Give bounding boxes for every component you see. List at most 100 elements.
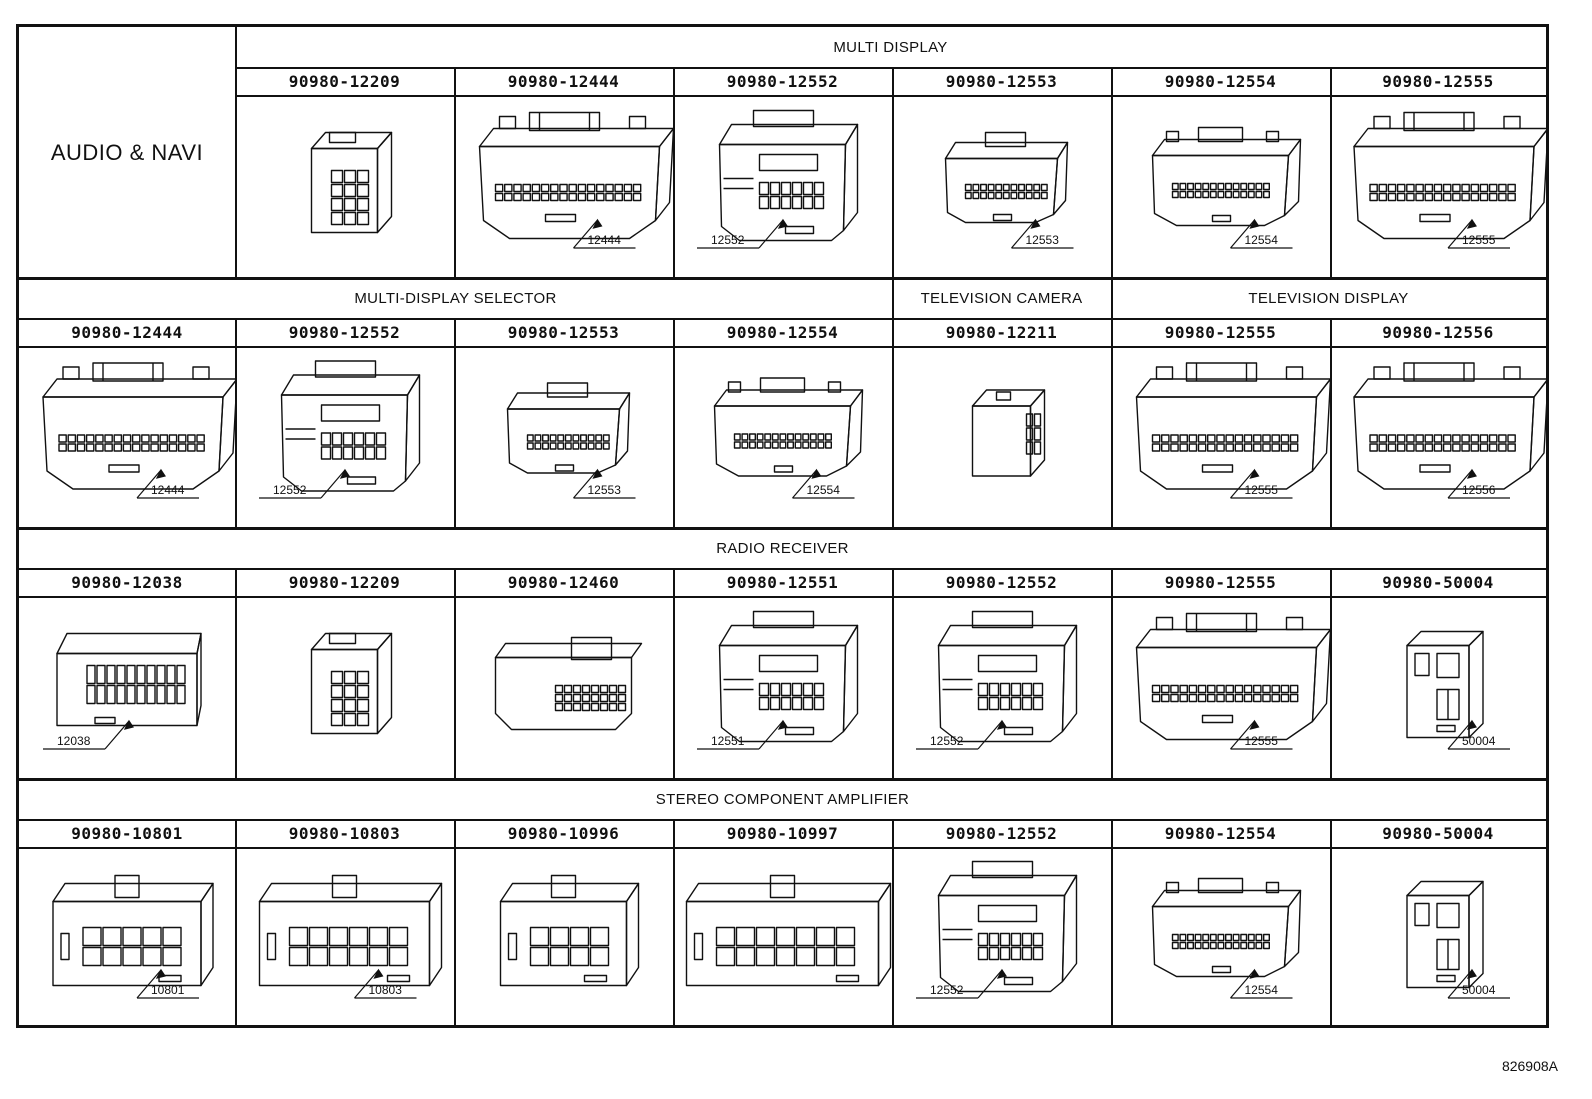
connector-wide40-icon — [478, 111, 673, 240]
leader-line — [1230, 719, 1293, 750]
leader-line — [916, 719, 1007, 750]
callout-label: 12555 — [1244, 734, 1278, 748]
connector-drawing: 12554 — [1111, 95, 1330, 278]
callout-label: 12552 — [711, 233, 745, 247]
grid-line — [19, 276, 1546, 280]
grid-line — [892, 278, 894, 318]
grid-line — [673, 318, 675, 528]
part-number: 90980-12553 — [507, 322, 620, 342]
connector-amp16-icon — [685, 874, 892, 987]
leader-line — [1447, 468, 1510, 499]
grid-line — [673, 568, 675, 779]
callout-label: 10803 — [368, 983, 402, 997]
reference-code: 826908A — [1501, 1058, 1558, 1074]
part-number: 90980-12554 — [726, 322, 839, 342]
part-number: 90980-12553 — [945, 71, 1058, 91]
grid-line — [235, 67, 237, 278]
left-title: AUDIO & NAVI — [50, 139, 204, 165]
leader-line — [916, 968, 1007, 999]
grid-line — [892, 318, 894, 528]
callout-label: 50004 — [1462, 734, 1496, 748]
connector-drawing: 12555 — [1330, 95, 1546, 278]
connector-small12-icon — [310, 131, 393, 234]
connector-wide40-icon — [1135, 362, 1330, 490]
connector-drawing: 12553 — [892, 95, 1111, 278]
connector-drawing: 12444 — [19, 346, 235, 528]
grid-line — [235, 819, 237, 1028]
section-header: STEREO COMPONENT AMPLIFIER — [655, 790, 910, 808]
section-header: MULTI DISPLAY — [833, 38, 948, 56]
grid-line — [19, 777, 1546, 781]
part-number: 90980-12444 — [507, 71, 620, 91]
grid-line — [454, 67, 456, 278]
connector-box24-icon — [280, 360, 421, 492]
part-number: 90980-10801 — [71, 823, 183, 843]
grid-line — [19, 526, 1546, 530]
connector-tall8-icon — [1406, 630, 1484, 739]
leader-line — [1230, 468, 1293, 499]
connector-drawing — [673, 847, 892, 1028]
connector-wide40-icon — [1353, 111, 1546, 240]
connector-wide40-icon — [1353, 362, 1546, 490]
leader-line — [1447, 968, 1510, 999]
connector-wide40-icon — [1135, 612, 1330, 741]
connector-drawing — [235, 596, 454, 779]
connector-amp10-icon — [52, 874, 214, 987]
section-header: TELEVISION CAMERA — [920, 289, 1083, 307]
part-number: 90980-12556 — [1382, 322, 1494, 342]
leader-line — [1447, 218, 1510, 249]
callout-label: 12553 — [1025, 233, 1059, 247]
connector-drawing: 10803 — [235, 847, 454, 1028]
connector-drawing: 12556 — [1330, 346, 1546, 528]
section-header: MULTI-DISPLAY SELECTOR — [354, 289, 557, 307]
connector-amp8-icon — [499, 874, 640, 987]
connector-drawing: 12552 — [235, 346, 454, 528]
part-number: 90980-12551 — [726, 572, 839, 592]
part-number: 90980-12555 — [1164, 322, 1277, 342]
connector-mini28-icon — [506, 382, 631, 474]
callout-label: 12553 — [587, 483, 621, 497]
connector-drawing: 12552 — [892, 596, 1111, 779]
grid-line — [1330, 819, 1332, 1028]
part-number: 90980-12552 — [945, 823, 1058, 843]
callout-label: 12551 — [711, 734, 745, 748]
grid-line — [19, 318, 1546, 320]
callout-label: 12554 — [1244, 983, 1278, 997]
callout-label: 12556 — [1462, 483, 1496, 497]
connector-box24-icon — [718, 109, 859, 242]
leader-line — [354, 968, 417, 999]
leader-line — [573, 218, 636, 249]
part-number: 90980-12555 — [1164, 572, 1277, 592]
connector-box24-icon — [937, 860, 1078, 993]
connector-drawing: 50004 — [1330, 847, 1546, 1028]
connector-drawing: 12551 — [673, 596, 892, 779]
leader-line — [136, 468, 199, 499]
callout-label: 12552 — [273, 483, 307, 497]
grid-line — [235, 27, 237, 67]
part-number: 90980-12552 — [726, 71, 839, 91]
grid-line — [1111, 278, 1113, 318]
connector-drawing: 12554 — [1111, 847, 1330, 1028]
part-number: 90980-10996 — [507, 823, 620, 843]
part-number: 90980-12552 — [288, 322, 401, 342]
part-number: 90980-10997 — [726, 823, 839, 843]
grid-line — [1111, 67, 1113, 278]
part-number: 90980-12460 — [507, 572, 620, 592]
grid-line — [1330, 568, 1332, 779]
part-number: 90980-12552 — [945, 572, 1058, 592]
grid-line — [454, 568, 456, 779]
leader-line — [573, 468, 636, 499]
connector-drawing — [892, 346, 1111, 528]
grid-line — [454, 819, 456, 1028]
callout-label: 12444 — [151, 483, 185, 497]
part-number: 90980-10803 — [288, 823, 401, 843]
grid-line — [19, 847, 1546, 849]
connector-drawing — [454, 847, 673, 1028]
grid-line — [235, 568, 237, 779]
callout-label: 12552 — [930, 983, 964, 997]
connector-mid32-icon — [1151, 126, 1302, 227]
part-number: 90980-12211 — [945, 322, 1058, 342]
connector-drawing: 50004 — [1330, 596, 1546, 779]
connector-box24-icon — [718, 610, 859, 743]
grid-line — [19, 819, 1546, 821]
